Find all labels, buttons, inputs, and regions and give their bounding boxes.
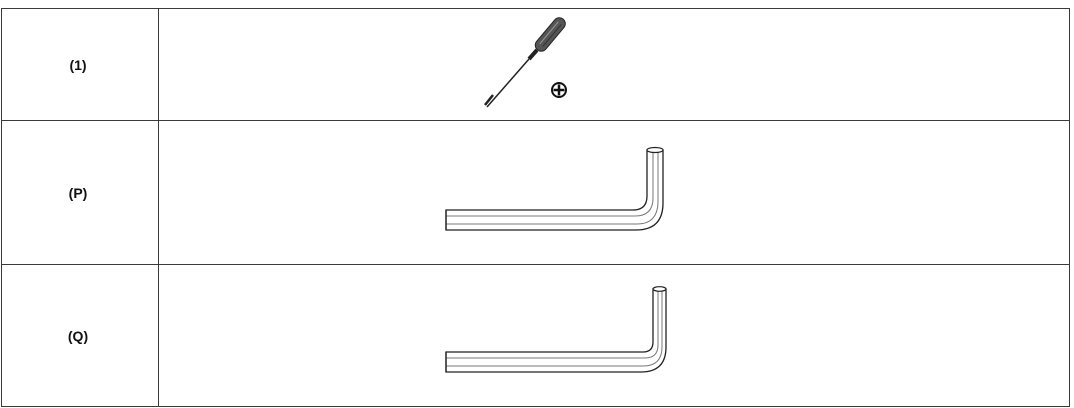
tool-image-cell [158,8,1070,121]
tool-label-cell: (1) [1,8,159,121]
tool-row: (1) [1,8,1070,121]
tool-label: (1) [69,56,87,73]
tool-label: (Q) [67,327,89,344]
hex-key-icon [445,286,667,373]
tool-label: (P) [68,184,88,201]
tool-label-cell: (Q) [1,264,159,407]
tool-row: (P) [1,120,1070,265]
tools-table: (1) (P) [1,8,1070,407]
tool-label-cell: (P) [1,120,159,265]
hex-key-icon [445,146,664,231]
tool-row: (Q) [1,264,1070,407]
tool-image-cell [158,120,1070,265]
tool-image-cell [158,264,1070,407]
phillips-screwdriver-icon [484,17,567,108]
